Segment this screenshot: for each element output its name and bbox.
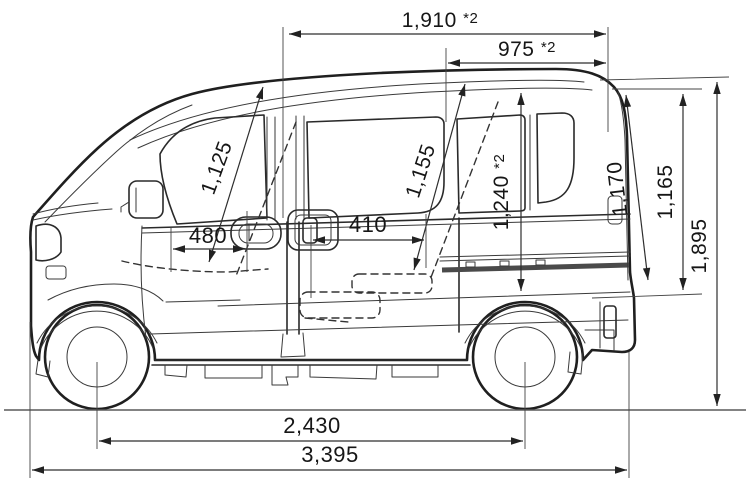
windshield [32, 104, 193, 223]
interior-dashed-outlines [121, 101, 499, 323]
dimension-overall-length: 3,395 [29, 322, 630, 478]
dimension-top-long-span: 1,910 *2 [282, 9, 609, 218]
dimension-rear-interior-height-label: 1,155 [401, 141, 440, 200]
van-line-art [29, 67, 637, 411]
side-mirror [120, 180, 164, 219]
front-door-handle [230, 216, 282, 250]
van-silhouette [29, 67, 637, 362]
sliding-door-handle [287, 209, 339, 251]
dimension-sliding-floor-span-label: 410 [349, 212, 387, 237]
dimension-top-short-span-label: 975 *2 [498, 38, 556, 61]
dimension-front-floor-span: 480 [170, 211, 248, 272]
dimension-wheelbase: 2,430 [96, 362, 526, 449]
headlight [35, 223, 67, 280]
roof-gutter-lines [129, 79, 593, 149]
dimension-overall-length-label: 3,395 [301, 442, 359, 467]
dimension-front-floor-span-label: 480 [189, 223, 227, 248]
dimension-top-long-span-label: 1,910 *2 [402, 9, 479, 32]
pillar-frames [266, 115, 305, 221]
rear-reference-lines [591, 76, 730, 299]
dimension-rear-opening-height-label: 1,240 *2 [490, 154, 513, 231]
dimension-wheelbase-label: 2,430 [283, 413, 341, 438]
dimension-rear-gate-vertical: 1,165 [654, 94, 687, 290]
dimension-sliding-floor-span: 410 [310, 212, 427, 298]
dimension-rear-gate-vertical-label: 1,165 [654, 164, 677, 219]
front-door-window [159, 114, 268, 225]
dimension-overall-height-label: 1,895 [688, 218, 711, 273]
dimension-top-short-span: 975 *2 [445, 38, 606, 122]
side-protector-trim [439, 251, 631, 273]
dimension-rear-opening-height: 1,240 *2 [490, 93, 525, 291]
rocker-underbody [35, 283, 471, 386]
dimension-rear-interior-height: 1,155 [401, 83, 466, 271]
dimension-overall-height: 1,895 [688, 82, 721, 406]
